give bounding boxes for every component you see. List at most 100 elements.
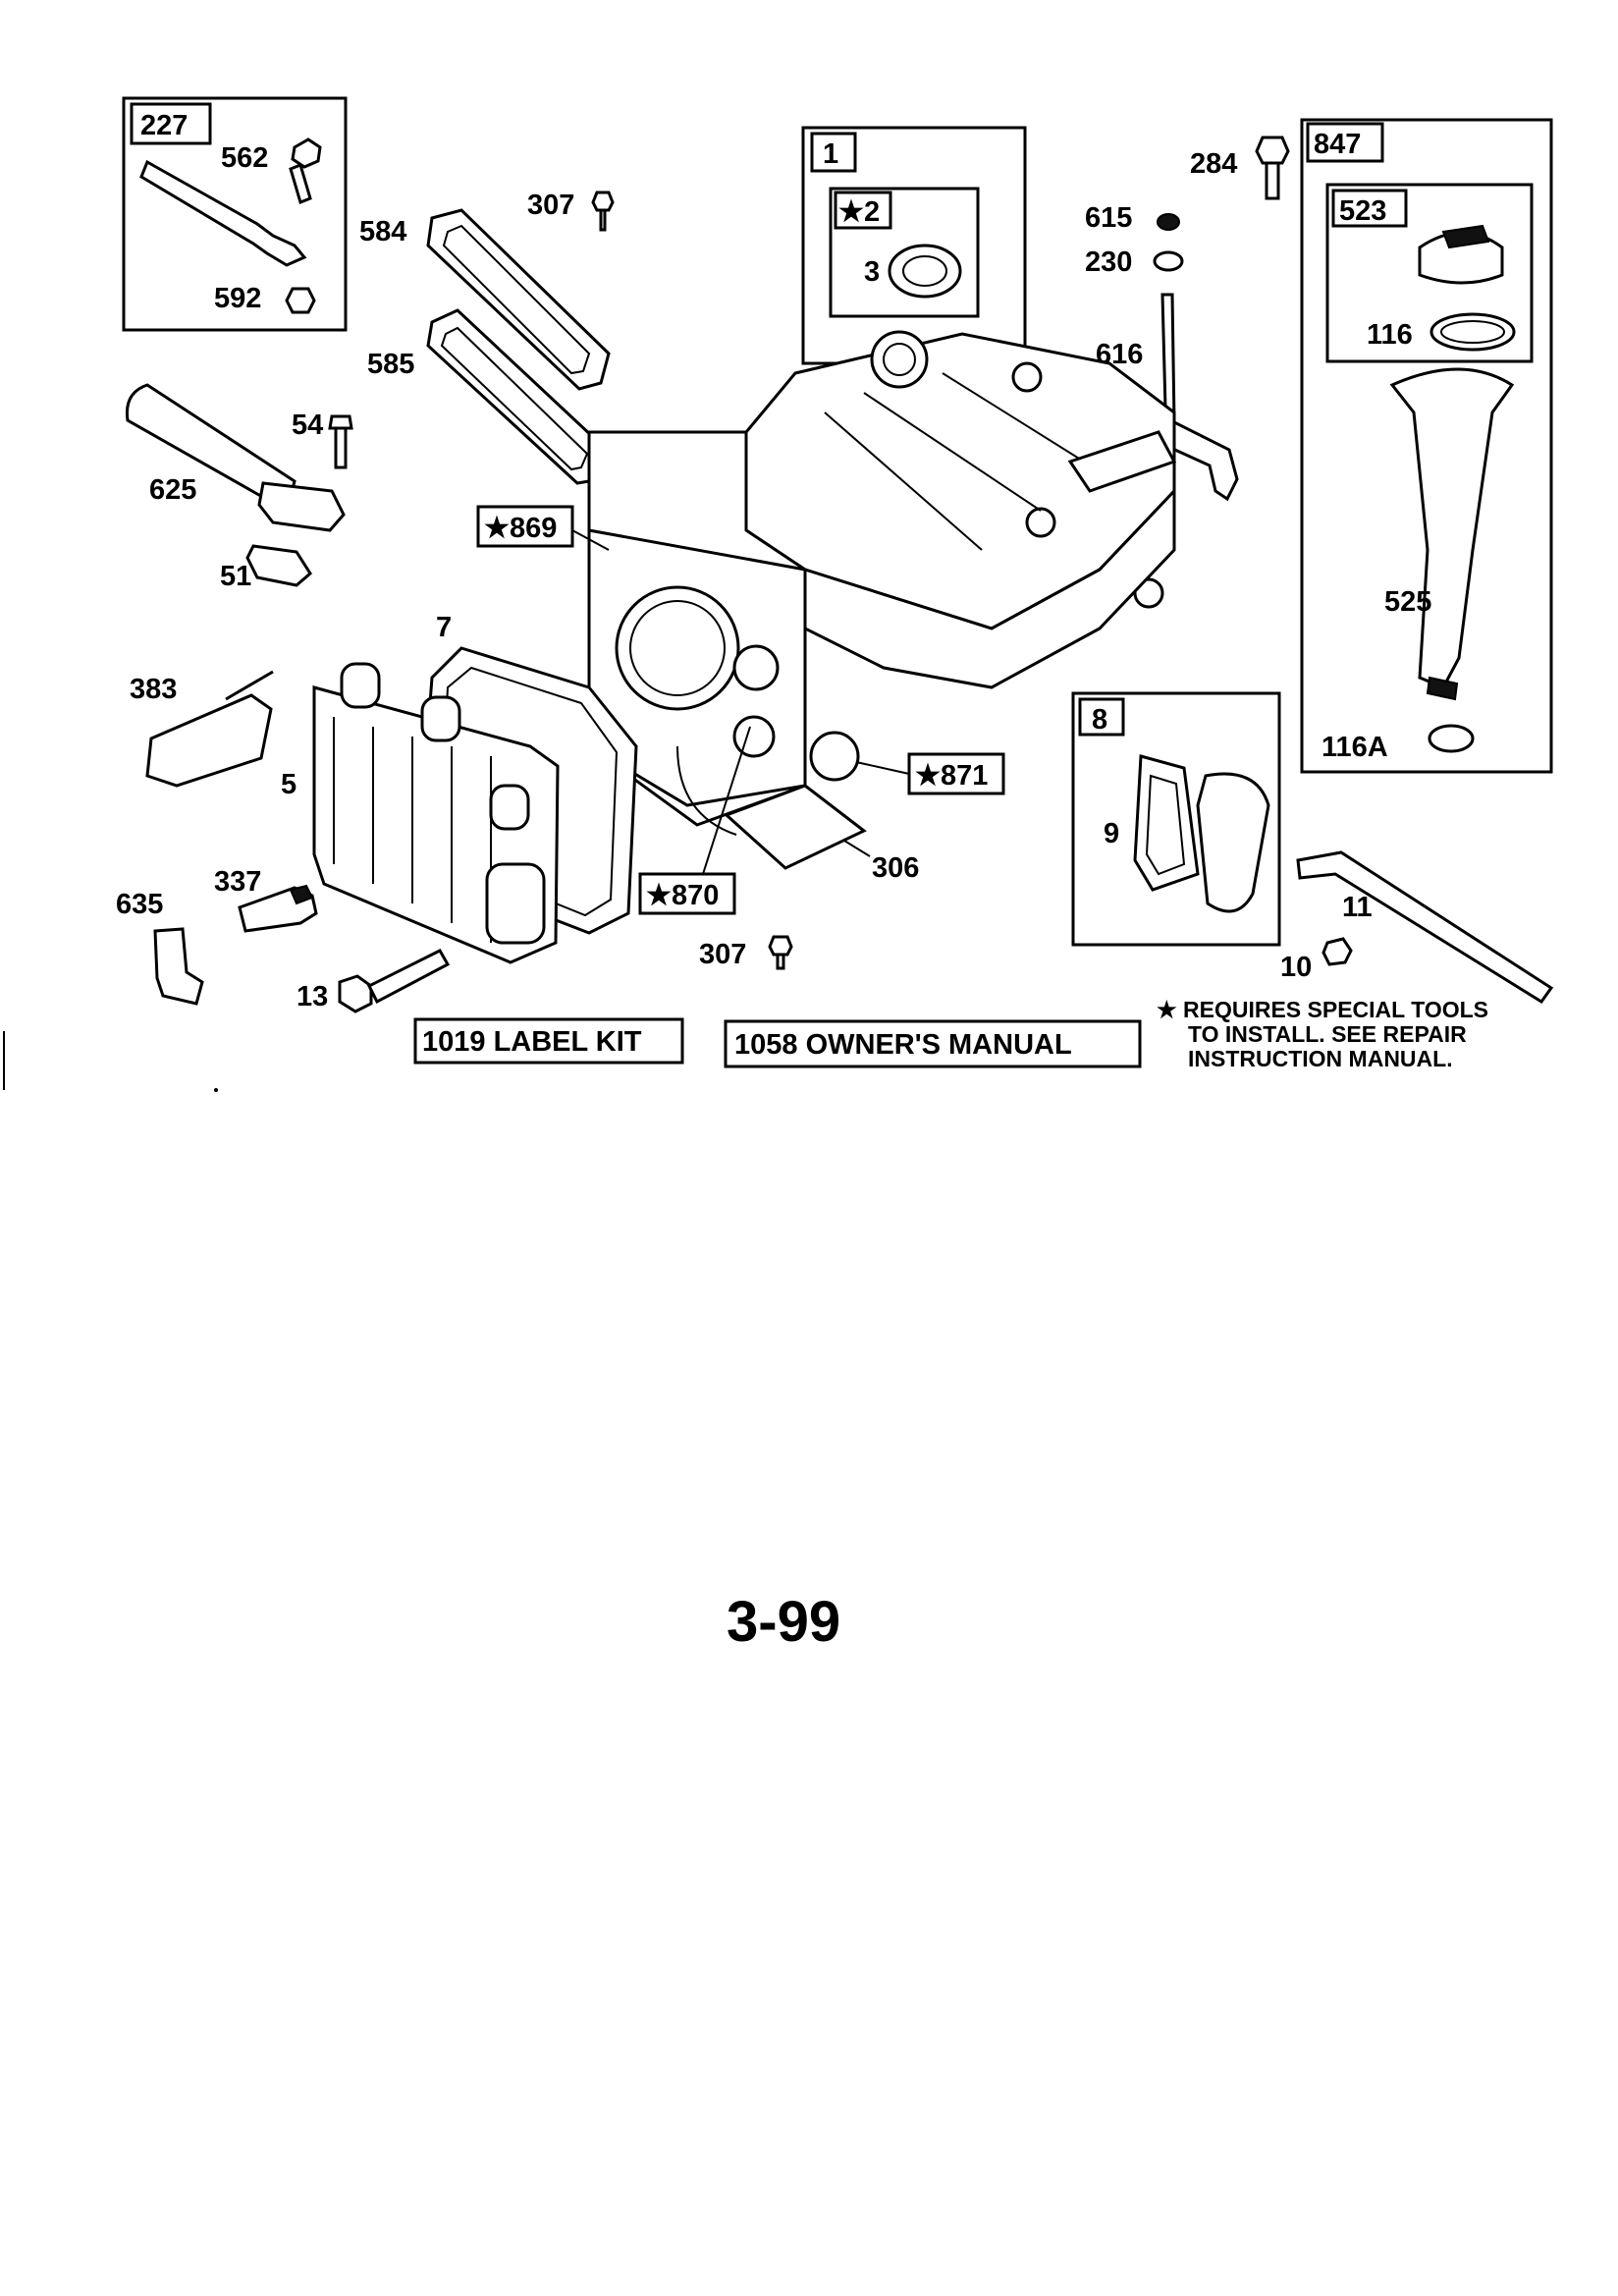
owners-manual-text: 1058 OWNER'S MANUAL xyxy=(734,1029,1072,1061)
connector-635-part xyxy=(153,927,204,1006)
oring-116-inner xyxy=(1440,320,1505,344)
block-boss-right xyxy=(1025,507,1056,538)
callout-307-bottom: 307 xyxy=(699,939,746,970)
kit-8-label: 8 xyxy=(1092,704,1107,736)
callout-284: 284 xyxy=(1190,148,1237,180)
cylinder-block xyxy=(587,330,1177,836)
block-rib-3 xyxy=(942,372,1101,472)
kit-2-frame xyxy=(829,187,980,318)
head-boss-2 xyxy=(420,695,461,742)
kit-label-boxes: 1019 LABEL KIT 1058 OWNER'S MANUAL ★ REQ… xyxy=(413,997,1488,1071)
block-callouts: ★869 ★871 ★870 306 307 xyxy=(476,505,1005,970)
note-line-1: ★ REQUIRES SPECIAL TOOLS xyxy=(1157,997,1488,1022)
link-616-part xyxy=(1160,293,1239,502)
cylinder-head-group: 7 5 383 337 635 13 xyxy=(116,612,638,1013)
kit-1-label: 1 xyxy=(823,138,838,170)
kit-847-label: 847 xyxy=(1314,129,1361,160)
callout-54: 54 xyxy=(292,410,323,441)
washer-615-part xyxy=(1157,213,1180,231)
gasket-9-inner xyxy=(1145,774,1186,876)
kit-2-label: ★2 xyxy=(838,196,880,228)
stray-dot xyxy=(214,1088,218,1092)
block-bearing-inner xyxy=(883,343,916,376)
callout-11: 11 xyxy=(1342,892,1373,923)
owners-manual-frame xyxy=(724,1019,1142,1068)
screw-307-top-part xyxy=(591,191,615,232)
callout-7: 7 xyxy=(436,612,452,643)
kit-227-group: 227 562 592 xyxy=(122,96,348,332)
screw-307-bottom-part xyxy=(768,935,793,970)
callout-585: 585 xyxy=(367,349,414,380)
screw-54-part xyxy=(328,414,353,469)
block-lower-skirt xyxy=(803,487,1176,689)
page-number: 3-99 xyxy=(727,1590,841,1654)
shield-383-part xyxy=(145,693,273,788)
callout-525: 525 xyxy=(1384,586,1431,618)
leader-871 xyxy=(855,761,910,775)
kit-8-tag xyxy=(1078,697,1125,737)
kit-2-tag xyxy=(834,191,892,230)
kit-847-group: 847 523 116 525 116A xyxy=(1300,118,1553,774)
shield-383-rod xyxy=(225,670,274,701)
note-line-3: INSTRUCTION MANUAL. xyxy=(1188,1046,1453,1071)
oil-seal-3-part xyxy=(888,244,962,299)
callout-584: 584 xyxy=(359,216,406,247)
oring-116a-part xyxy=(1428,724,1475,753)
head-boss-1 xyxy=(340,662,381,709)
right-small-parts: 284 615 230 616 xyxy=(1085,136,1290,502)
callout-3: 3 xyxy=(864,256,880,288)
nut-592-part xyxy=(285,287,316,314)
callout-383: 383 xyxy=(130,674,177,705)
oring-116-part xyxy=(1429,312,1516,352)
dipstick-tube-end xyxy=(1426,676,1459,701)
block-rib-1 xyxy=(824,411,983,551)
callout-116a: 116A xyxy=(1321,732,1388,763)
block-rib-2 xyxy=(863,392,1042,512)
kit-523-tag xyxy=(1331,189,1408,228)
head-boss-4 xyxy=(485,862,546,945)
dipstick-cap-grip xyxy=(1441,224,1490,249)
callout-307-top: 307 xyxy=(527,190,574,221)
kit-227-label: 227 xyxy=(140,110,188,141)
callout-337: 337 xyxy=(214,866,261,898)
breather-group: 625 54 51 xyxy=(125,383,353,592)
kit-871-label: ★871 xyxy=(915,760,988,792)
gasket-306-part xyxy=(724,784,867,870)
block-port xyxy=(732,644,780,691)
note-line-2: TO INSTALL. SEE REPAIR xyxy=(1188,1021,1467,1047)
leader-869 xyxy=(571,529,610,551)
kit-869-frame xyxy=(476,505,574,548)
callout-51: 51 xyxy=(220,561,251,592)
gaskets-584-585: 584 585 307 xyxy=(359,190,615,485)
kit-523-label: 523 xyxy=(1339,195,1386,227)
gasket-9-part xyxy=(1133,754,1200,892)
callout-592: 592 xyxy=(214,283,261,314)
screw-10-part xyxy=(1321,937,1353,966)
washer-230-part xyxy=(1153,250,1184,272)
kit-1-group: 1 ★2 3 xyxy=(801,126,1027,365)
callout-230: 230 xyxy=(1085,246,1132,278)
leader-306 xyxy=(843,840,871,857)
tube-11-part xyxy=(1296,850,1554,1005)
callout-10: 10 xyxy=(1280,952,1312,983)
label-kit-frame xyxy=(413,1017,684,1065)
callout-625: 625 xyxy=(149,474,196,506)
cylinder-bore-inner xyxy=(629,600,726,696)
oil-seal-3-inner xyxy=(902,255,947,287)
callout-5: 5 xyxy=(281,769,297,800)
kit-8-frame xyxy=(1071,691,1281,947)
callout-116: 116 xyxy=(1367,319,1413,351)
breather-tube-625-part xyxy=(125,383,297,514)
block-flange xyxy=(1067,430,1177,493)
kit-847-tag xyxy=(1306,122,1384,163)
gasket-51-part xyxy=(245,544,312,587)
callout-9: 9 xyxy=(1104,818,1119,849)
block-bearing-boss xyxy=(870,330,929,389)
head-boss-3 xyxy=(489,784,530,831)
block-port-lower xyxy=(732,715,776,758)
gasket-584-inner xyxy=(442,224,591,375)
kit-227-tag xyxy=(130,102,212,145)
kit-227-frame xyxy=(122,96,348,332)
callout-635: 635 xyxy=(116,889,163,920)
